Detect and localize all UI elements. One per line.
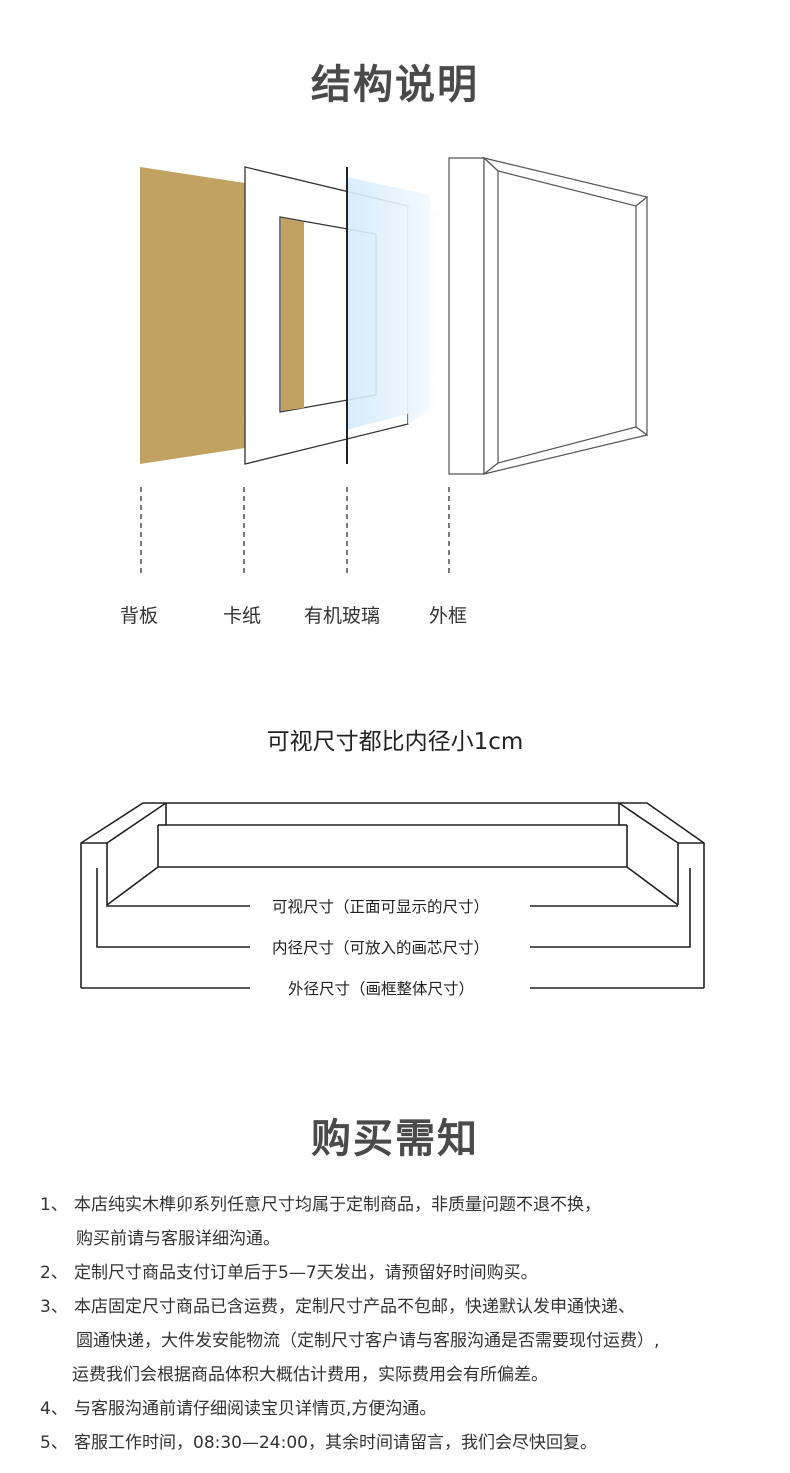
frame-dimension-diagram [80,802,705,989]
note-3-cont-2: 运费我们会根据商品体积大概估计费用，实际费用会有所偏差。 [72,1365,548,1385]
outer-frame [448,156,649,476]
outer-size-label: 外径尺寸（画框整体尺寸） [282,977,481,999]
note-4: 4、与客服沟通前请仔细阅读宝贝详情页,方便沟通。 [40,1399,437,1419]
note-3: 3、本店固定尺寸商品已含运费，定制尺寸产品不包邮，快递默认发申通快递、 [40,1297,635,1317]
structure-title: 结构说明 [311,61,479,108]
purchase-title: 购买需知 [311,1115,479,1162]
purchase-notes: 1、本店纯实木榫卯系列任意尺寸均属于定制商品，非质量问题不退不换， 购买前请与客… [40,1188,780,1460]
note-2: 2、定制尺寸商品支付订单后于5—7天发出，请预留好时间购买。 [40,1263,538,1283]
inner-size-label: 内径尺寸（可放入的画芯尺寸） [266,936,496,958]
acrylic-glass [346,167,450,464]
note-1-cont: 购买前请与客服详细沟通。 [76,1229,280,1249]
label-backboard: 背板 [120,605,159,627]
visible-size-label: 可视尺寸（正面可显示的尺寸） [266,895,496,917]
dimension-subtitle: 可视尺寸都比内径小1cm [266,729,524,755]
note-1: 1、本店纯实木榫卯系列任意尺寸均属于定制商品，非质量问题不退不换， [40,1195,601,1215]
label-outer-frame: 外框 [429,605,468,627]
note-3-cont-1: 圆通快递，大件发安能物流（定制尺寸客户请与客服沟通是否需要现付运费）, [76,1331,660,1351]
note-5: 5、客服工作时间，08:30—24:00，其余时间请留言，我们会尽快回复。 [40,1433,597,1453]
leader-lines [140,487,450,577]
backboard-panel [140,167,245,464]
label-acrylic-glass: 有机玻璃 [304,605,381,627]
frame-exploded-diagram [140,156,649,577]
label-mat-board: 卡纸 [223,605,262,627]
